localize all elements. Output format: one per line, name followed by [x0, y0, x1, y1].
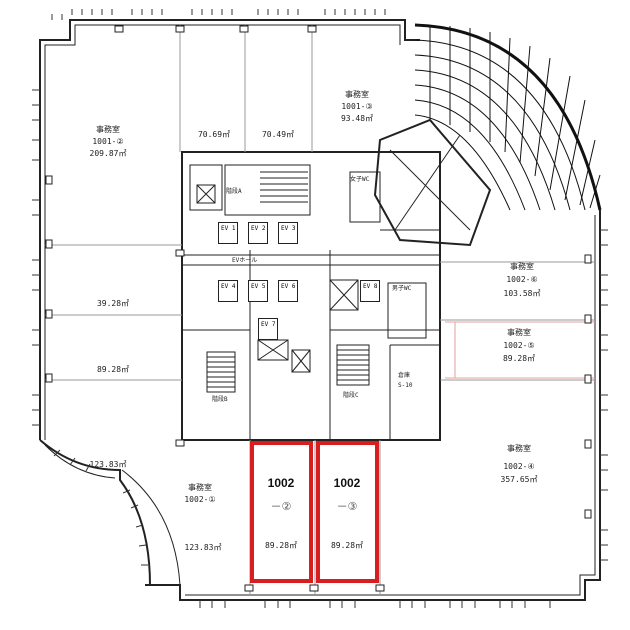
- mens-wc-label: 男子WC: [392, 285, 412, 292]
- room-1002-1-name: 事務室: [188, 483, 212, 492]
- room-1001-3-code: 1001-③: [341, 102, 373, 111]
- room-1002-4-name: 事務室: [507, 444, 531, 453]
- ev-hall-label: EVホール: [232, 257, 258, 264]
- elevator-1-label: EV 1: [221, 225, 236, 232]
- elevator-2-label: EV 2: [251, 225, 266, 232]
- elevator-3-label: EV 3: [281, 225, 296, 232]
- elevator-6-label: EV 6: [281, 283, 296, 290]
- storage-code-label: S-10: [398, 382, 413, 389]
- room-1002-6-code: 1002-⑥: [506, 275, 538, 284]
- elevator-4: EV 4: [218, 280, 238, 302]
- elevator-5-label: EV 5: [251, 283, 266, 290]
- room-1002-4-code: 1002-④: [503, 462, 535, 471]
- stair-c-steps: [336, 344, 370, 386]
- room-1002-5-code: 1002-⑤: [503, 341, 535, 350]
- atrium-void: [373, 118, 492, 247]
- stair-b-label: 階段B: [212, 396, 228, 403]
- room-1001-2-area: 209.87㎡: [89, 149, 127, 158]
- west-area-2: 89.28㎡: [96, 365, 130, 374]
- room-1002-6-area: 103.58㎡: [503, 289, 541, 298]
- storage-label: 倉庫: [398, 372, 411, 379]
- elevator-1: EV 1: [218, 222, 238, 244]
- room-1002-2-area: 89.28㎡: [264, 541, 298, 550]
- west-area-1: 39.28㎡: [96, 299, 130, 308]
- elevator-2: EV 2: [248, 222, 268, 244]
- elevator-7: EV 7: [258, 318, 278, 340]
- room-1002-2-code: 1002: [267, 476, 295, 490]
- elevator-3: EV 3: [278, 222, 298, 244]
- central-core: [181, 151, 441, 441]
- room-1001-mid1-area: 70.69㎡: [197, 130, 231, 139]
- room-1001-2-code: 1001-②: [92, 137, 124, 146]
- highlight-unit-1002-2[interactable]: [250, 441, 313, 583]
- elevator-6: EV 6: [278, 280, 298, 302]
- room-1002-2-sub: －②: [270, 500, 292, 513]
- elevator-8: EV 8: [360, 280, 380, 302]
- room-1002-6-name: 事務室: [510, 262, 534, 271]
- room-1001-2-name: 事務室: [96, 125, 120, 134]
- elevator-5: EV 5: [248, 280, 268, 302]
- room-1002-3-code: 1002: [333, 476, 361, 490]
- elevator-8-label: EV 8: [363, 283, 378, 290]
- room-1001-3-name: 事務室: [345, 90, 369, 99]
- elevator-7-label: EV 7: [261, 321, 276, 328]
- room-1002-5-name: 事務室: [507, 328, 531, 337]
- room-1001-3-area: 93.48㎡: [340, 114, 374, 123]
- room-1002-1-area: 123.83㎡: [184, 543, 222, 552]
- atrium-structure: [414, 23, 602, 211]
- womens-wc-label: 女子WC: [350, 176, 370, 183]
- west-area-3: 123.83㎡: [89, 460, 127, 469]
- highlight-unit-1002-3[interactable]: [316, 441, 379, 583]
- stair-b-steps: [206, 351, 236, 393]
- room-1002-5-area: 89.28㎡: [502, 354, 536, 363]
- stair-a-label: 階段A: [226, 188, 242, 195]
- stair-c-label: 階段C: [343, 392, 359, 399]
- room-1002-3-area: 89.28㎡: [330, 541, 364, 550]
- elevator-4-label: EV 4: [221, 283, 236, 290]
- room-1002-4-area: 357.65㎡: [500, 475, 538, 484]
- room-1002-3-sub: －③: [336, 500, 358, 513]
- room-1002-1-code: 1002-①: [184, 495, 216, 504]
- stair-a-steps: [260, 171, 308, 203]
- sw-curved-wall: [39, 439, 151, 586]
- room-1001-mid2-area: 70.49㎡: [261, 130, 295, 139]
